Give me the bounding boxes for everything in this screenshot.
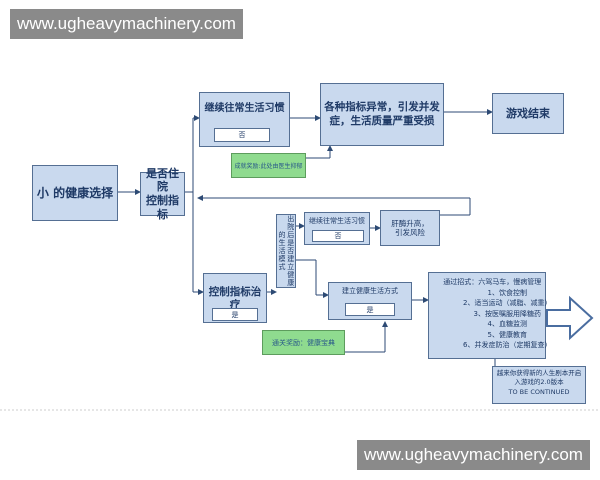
watermark-top: www.ugheavymachinery.com: [10, 9, 243, 39]
start-node: 小 的健康选择: [32, 165, 118, 221]
game-over-node: 游戏结束: [492, 93, 564, 134]
treatment-notes-box: 通过招式：六驾马车，慢病管理 1、饮食控制 2、适当运动（减脂、减重） 3、按医…: [428, 272, 551, 359]
notes-item: 6、并发症防治（定期复查）: [463, 341, 552, 349]
continue-note: 越来你获得新的人生剧本开启 入游戏的2.0版本 TO BE CONTINUED: [492, 366, 586, 404]
control-yes-label: 是: [212, 308, 258, 321]
watermark-bottom: www.ugheavymachinery.com: [357, 440, 590, 470]
notes-item: 2、适当运动（减脂、减重）: [463, 299, 552, 307]
continue2-no-label: 否: [312, 230, 364, 242]
notes-title: 通过招式：六驾马车，慢病管理: [443, 278, 542, 286]
control-treat-label: 控制指标治疗: [208, 286, 262, 312]
continue-no-label: 否: [214, 128, 270, 142]
notes-item: 5、健康教育: [487, 330, 527, 339]
liver-risk-node: 肝酶升高， 引发风险: [380, 210, 440, 246]
reward1-note: 成就奖励:此处由医生抑郁: [231, 153, 306, 178]
notes-item: 3、按医嘱服用降糖药: [473, 309, 541, 318]
healthy-life-label: 建立健康生活方式: [342, 287, 398, 295]
discharge-question-node: 出院后是否建立健康的生活模式: [276, 214, 296, 288]
treatment-notes-list: 通过招式：六驾马车，慢病管理 1、饮食控制 2、适当运动（减脂、减重） 3、按医…: [433, 277, 551, 351]
reward2-note: 通关奖励：健康宝典: [262, 330, 345, 355]
next-arrow: [546, 295, 594, 341]
healthy-yes-label: 是: [345, 303, 395, 316]
continue-habit-label: 继续往常生活习惯: [204, 103, 285, 114]
continue-habit2-label: 继续往常生活习惯: [309, 217, 365, 225]
hospital-check-node: 是否住院 控制指标: [140, 167, 185, 221]
notes-item: 4、血糖监测: [487, 320, 527, 328]
abnormal-node: 各种指标异常，引发并发 症，生活质量严重受损: [320, 83, 444, 146]
notes-item: 1、饮食控制: [487, 288, 527, 297]
